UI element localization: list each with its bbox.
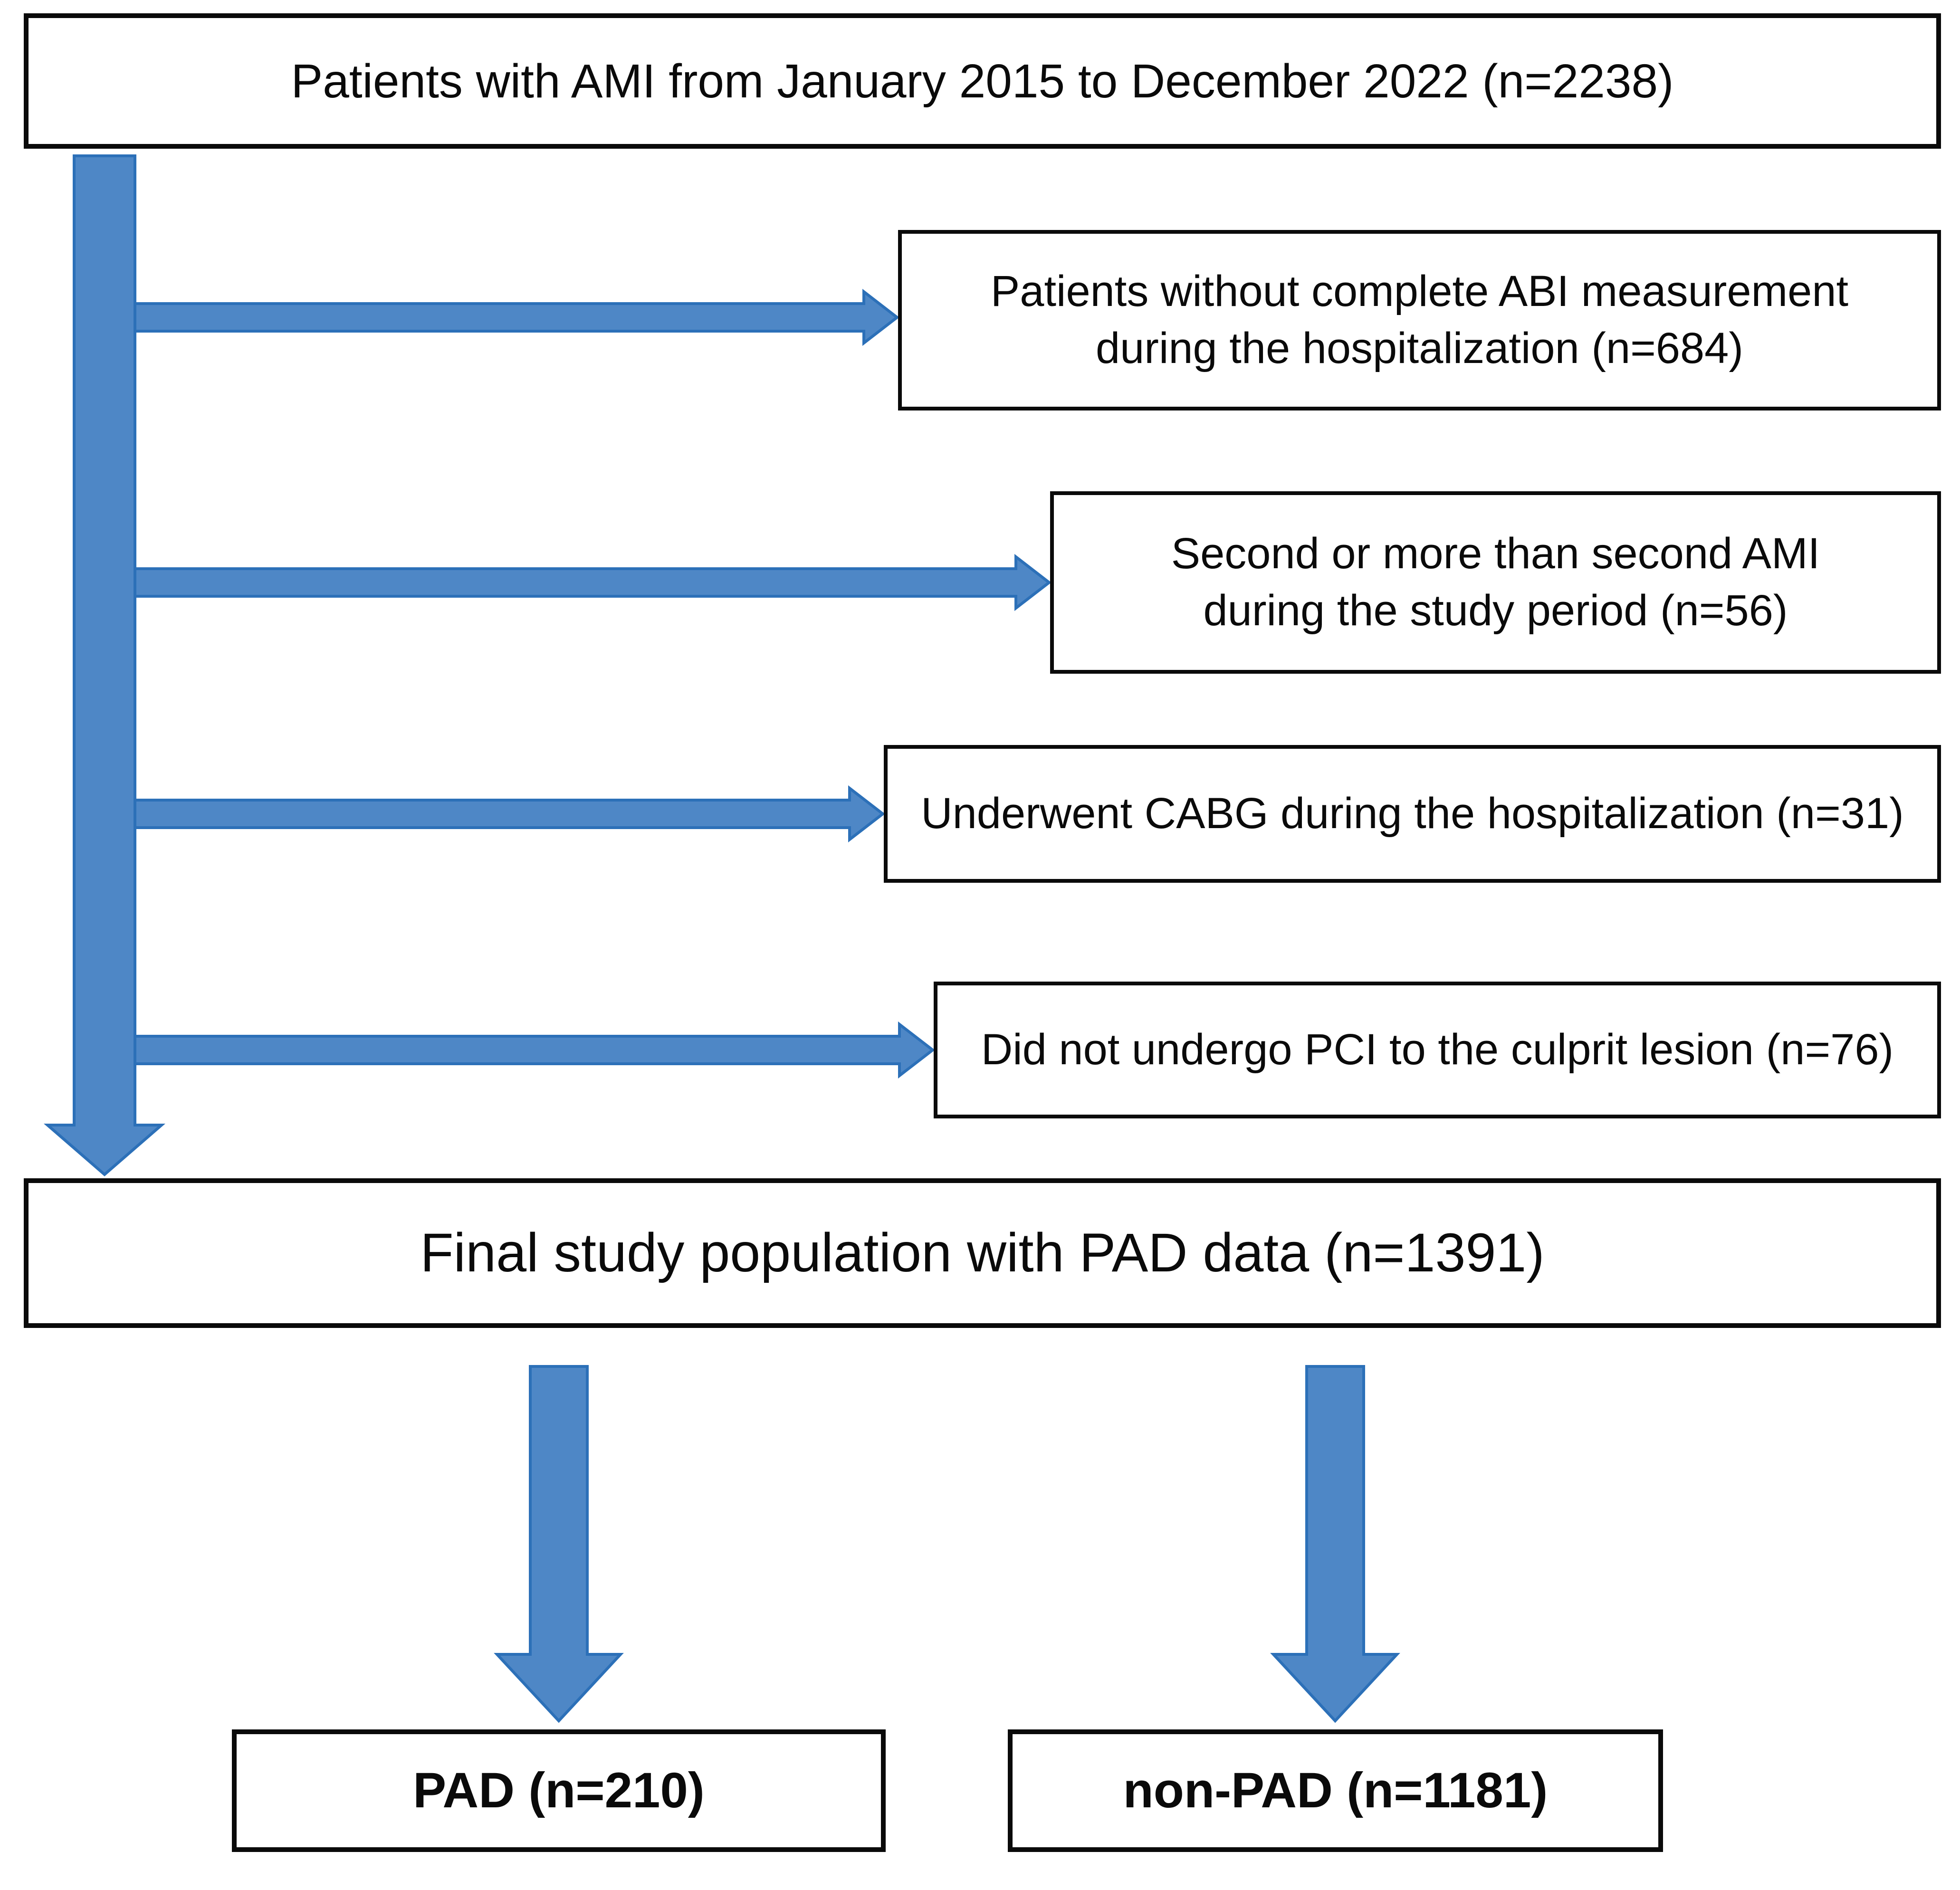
box-outcome-pad: PAD (n=210) xyxy=(232,1729,886,1852)
box-final-population: Final study population with PAD data (n=… xyxy=(24,1178,1941,1328)
box-exclusion-second-ami: Second or more than second AMI during th… xyxy=(1050,491,1941,674)
branch-arrow-exclusion-2 xyxy=(134,554,1052,611)
box-total-population: Patients with AMI from January 2015 to D… xyxy=(24,13,1941,149)
box-exclusion-cabg: Underwent CABG during the hospitalizatio… xyxy=(884,745,1941,883)
branch-arrow-exclusion-3 xyxy=(134,785,885,843)
down-arrow-nonpad xyxy=(1270,1365,1400,1723)
branch-arrow-exclusion-1 xyxy=(134,288,899,346)
box-outcome-nonpad: non-PAD (n=1181) xyxy=(1008,1729,1663,1852)
branch-arrow-exclusion-4 xyxy=(134,1021,935,1079)
box-exclusion-no-abi: Patients without complete ABI measuremen… xyxy=(898,230,1941,410)
down-arrow-pad xyxy=(494,1365,624,1723)
box-exclusion-no-pci: Did not undergo PCI to the culprit lesio… xyxy=(934,982,1941,1118)
